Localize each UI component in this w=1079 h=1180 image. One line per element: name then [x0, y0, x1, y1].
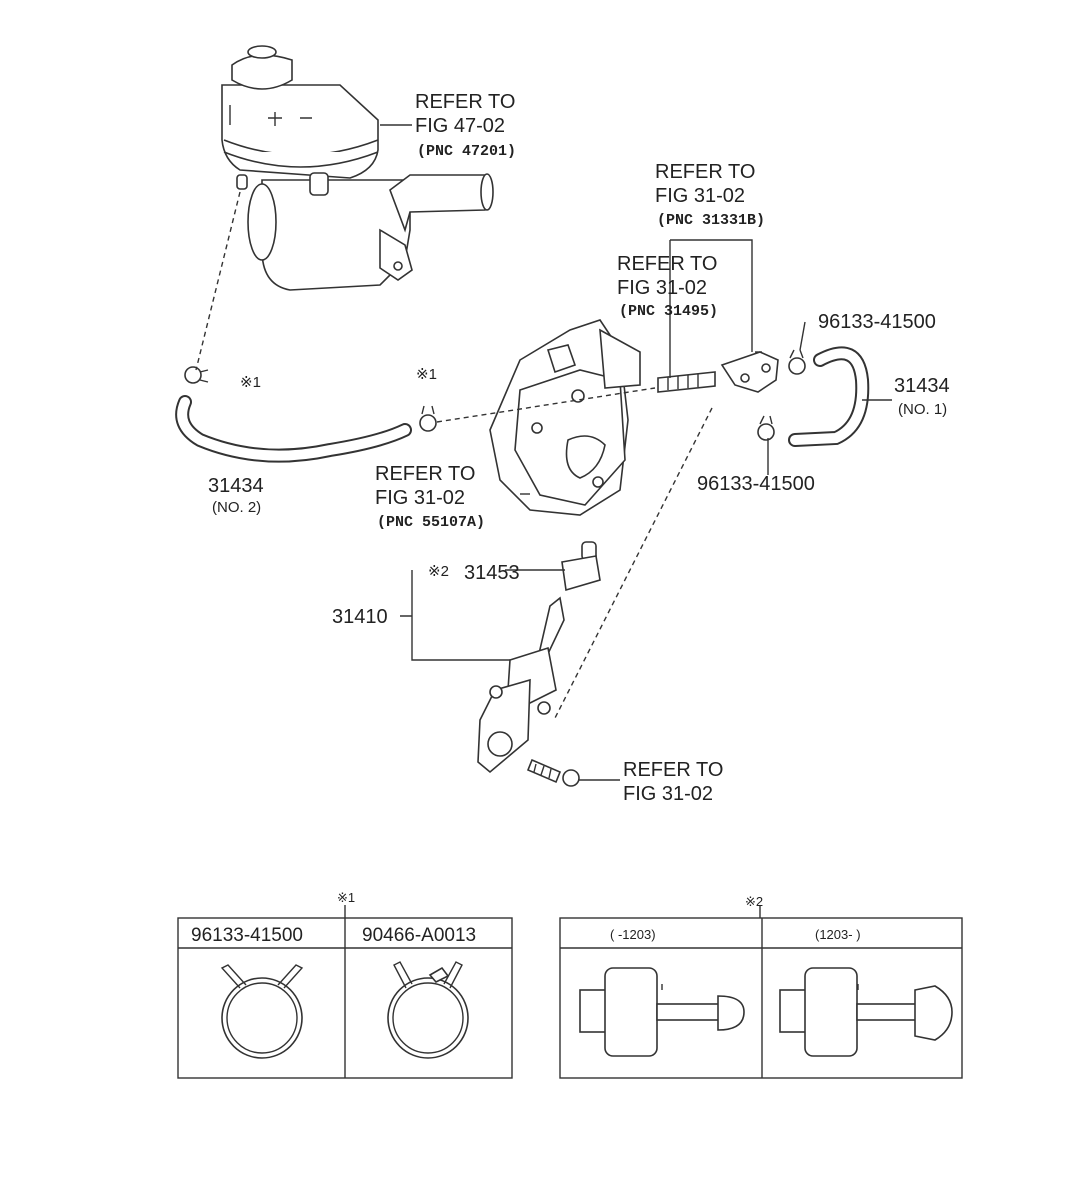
push-rod-late-illustration [779, 967, 953, 1057]
table-header: ( -1203) [610, 927, 656, 942]
hose-no2-illustration [175, 366, 437, 463]
callout-line1: REFER TO [375, 463, 475, 485]
pipe-top-refer-callout: REFER TO FIG 31-02 (PNC 31331B) [655, 161, 765, 229]
bracket-refer-callout: REFER TO FIG 31-02 (PNC 55107A) [375, 463, 485, 531]
callout-line2: FIG 31-02 [655, 185, 745, 207]
callout-line2: FIG 47-02 [415, 115, 505, 137]
reservoir-refer-callout: REFER TO FIG 47-02 (PNC 47201) [415, 91, 516, 160]
part-number-hose-no2: 31434 [208, 475, 264, 497]
clamp-tab-illustration [387, 961, 469, 1059]
clip-center-mark: ※1 [416, 366, 437, 383]
hose-no2-sub: (NO. 2) [212, 499, 261, 516]
callout-line1: REFER TO [415, 91, 515, 113]
push-rod-mark: ※2 [428, 563, 449, 580]
union-pipe-illustration [657, 351, 779, 393]
table-mark: ※2 [745, 894, 763, 909]
callout-line1: REFER TO [623, 759, 723, 781]
callout-pnc: (PNC 31495) [619, 303, 718, 320]
part-number-cylinder-assy: 31410 [332, 606, 388, 628]
pipe-mid-refer-callout: REFER TO FIG 31-02 (PNC 31495) [617, 253, 718, 320]
clutch-master-cylinder-illustration [477, 541, 601, 787]
bolt-refer-callout: REFER TO FIG 31-02 [623, 759, 723, 805]
table-header: (1203- ) [815, 927, 861, 942]
hose-no1-sub: (NO. 1) [898, 401, 947, 418]
callout-pnc: (PNC 55107A) [377, 514, 485, 531]
table-header: 90466-A0013 [362, 925, 476, 946]
part-number-clip-top: 96133-41500 [818, 311, 936, 333]
clamp-variants-table: ※1 96133-41500 90466-A0013 [177, 890, 513, 1079]
push-rod-early-illustration [579, 967, 745, 1057]
callout-pnc: (PNC 31331B) [657, 212, 765, 229]
hose-no1-illustration [757, 346, 870, 447]
part-number-clip-mid: 96133-41500 [697, 473, 815, 495]
callout-line2: FIG 31-02 [375, 487, 465, 509]
callout-line1: REFER TO [617, 253, 717, 275]
bracket-illustration [489, 319, 641, 516]
leader-lines [195, 124, 892, 918]
push-rod-variants-table: ※2 ( -1203) (1203- ) [559, 894, 963, 1079]
clip-left-mark: ※1 [240, 374, 261, 391]
clamp-wire-illustration [220, 964, 304, 1059]
part-number-hose-no1: 31434 [894, 375, 950, 397]
table-mark: ※1 [337, 890, 355, 905]
callout-pnc: (PNC 47201) [417, 143, 516, 160]
brake-master-cylinder-illustration [221, 45, 494, 291]
table-header: 96133-41500 [191, 925, 303, 946]
callout-line2: FIG 31-02 [617, 277, 707, 299]
part-number-push-rod: 31453 [464, 562, 520, 584]
callout-line2: FIG 31-02 [623, 783, 713, 805]
callout-line1: REFER TO [655, 161, 755, 183]
